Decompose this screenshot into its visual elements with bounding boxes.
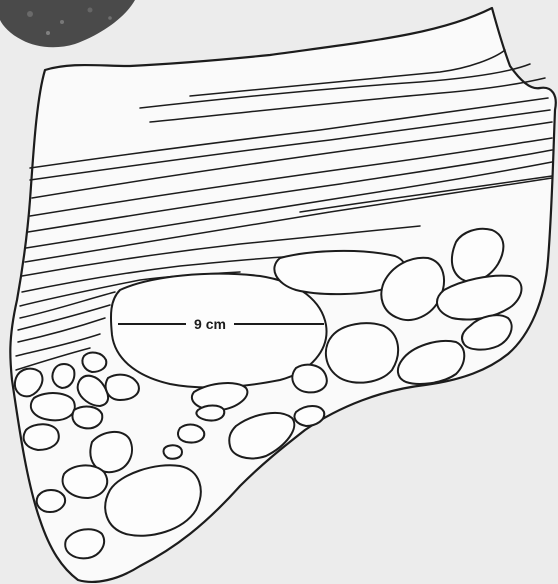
- photo-fragment: [0, 0, 135, 47]
- clast: [294, 406, 324, 426]
- clast: [65, 529, 104, 558]
- clast: [37, 490, 65, 512]
- clast: [82, 353, 106, 372]
- clast: [52, 364, 74, 388]
- clast: [164, 445, 183, 459]
- clast: [178, 425, 204, 443]
- clast: [72, 407, 102, 429]
- clast: [106, 375, 139, 400]
- clast: [292, 365, 326, 393]
- clast: [24, 424, 59, 450]
- clast: [326, 323, 398, 382]
- scale-label: 9 cm: [194, 316, 226, 332]
- clast: [63, 465, 108, 498]
- clast: [196, 406, 224, 421]
- clast: [31, 393, 75, 420]
